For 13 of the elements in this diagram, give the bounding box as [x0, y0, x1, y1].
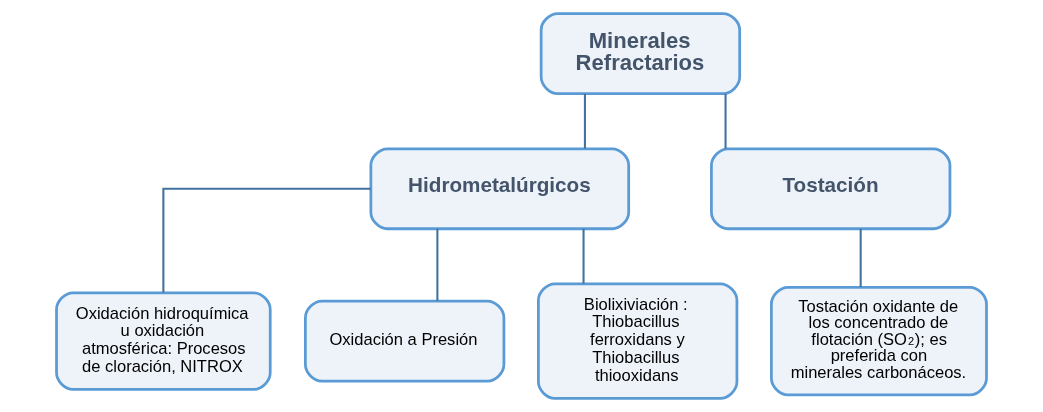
connector: [582, 228, 585, 284]
connector: [436, 228, 439, 301]
node-box: Hidrometalúrgicos: [369, 147, 631, 231]
node-box: Tostación oxidante de los concentrado de flotación (SO2); es preferida con minerales carbonáceos.: [770, 285, 988, 397]
node-box: Tostación: [710, 147, 952, 231]
node-box: Biolixiviación : Thiobacillus ferroxidans y Thiobacillus thiooxidans: [537, 282, 739, 400]
connector: [724, 93, 727, 149]
connector: [162, 187, 371, 293]
node-box: Oxidación hidroquímica u oxidación atmosférica: Procesos de cloración, NITROX: [55, 291, 272, 391]
connector: [859, 228, 862, 288]
node-box: Oxidación a Presión: [304, 299, 506, 383]
node-box: Minerales Refractarios: [539, 12, 742, 95]
connector: [583, 93, 586, 149]
